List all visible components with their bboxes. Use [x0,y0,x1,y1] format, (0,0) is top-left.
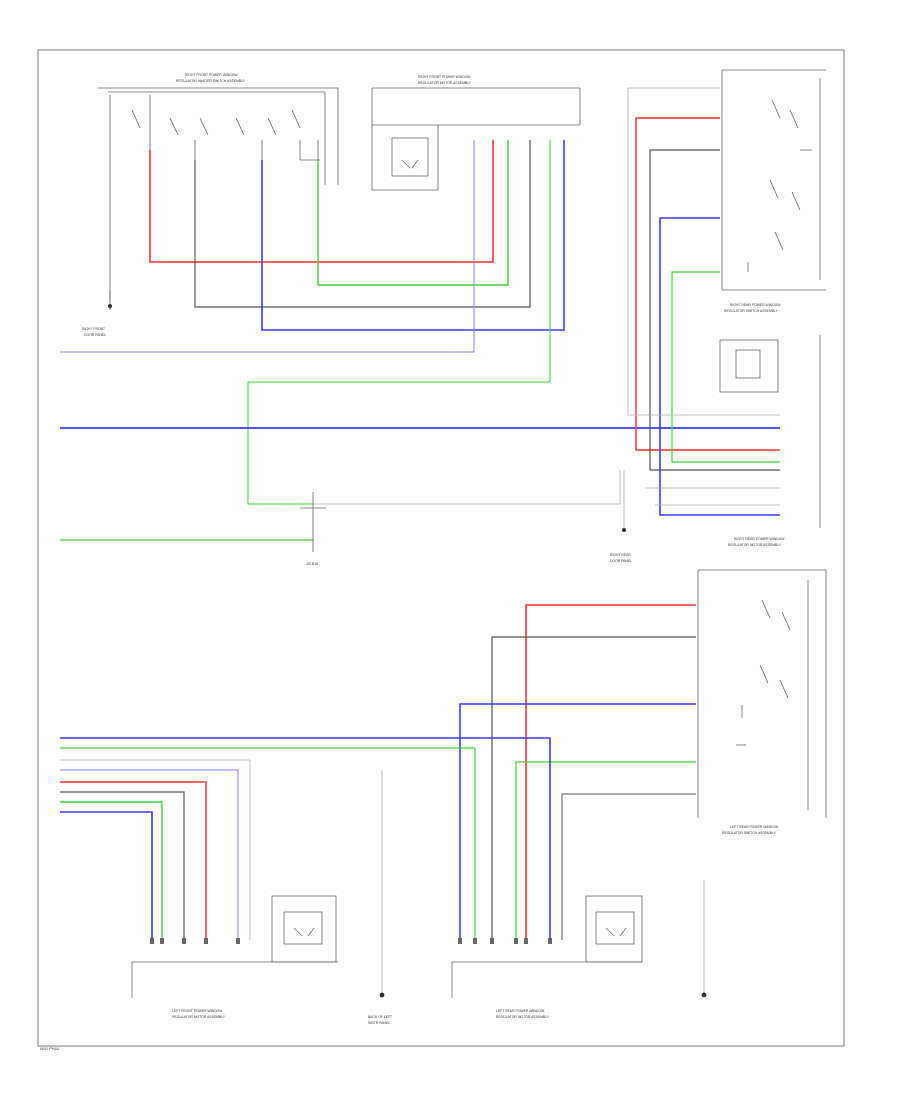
wire-green-bus-2 [60,801,163,940]
wire-black-rr [649,149,780,471]
wire-blue-bus-2 [60,769,239,940]
ground-left-rear [701,992,707,998]
ground-2-label: RIGHT REAR [610,553,631,557]
wire-green-lr [515,761,696,940]
left-rear-switch-title: LEFT REAR POWER WINDOW [730,825,779,829]
wire-green-rr [671,271,780,463]
junction-block [300,492,326,552]
right-rear-motor-title: RIGHT REAR POWER WINDOW [734,537,785,541]
connector-pins-lf [150,938,240,944]
ground-2-sublabel: DOOR PANEL [610,559,632,563]
right-rear-motor-assembly [719,335,821,528]
right-front-motor-title: RIGHT FRONT POWER WINDOW [418,75,471,79]
ground-1-label: RIGHT FRONT [82,327,105,331]
wire-green-top [317,140,509,286]
left-rear-switch-assembly [697,569,827,818]
ground-right-rear-door [622,470,626,532]
left-front-motor-subtitle: REGULATOR MOTOR ASSEMBLY [172,1015,226,1019]
right-rear-motor-subtitle: REGULATOR MOTOR ASSEMBLY [728,543,782,547]
wire-black-lr-2 [561,793,696,940]
ground-3-sublabel: INSTR PANEL [368,1021,390,1025]
left-front-motor-assembly [131,895,338,998]
footer-note: W/O PNUL [40,1046,61,1051]
junction-label: J/C B16 [306,562,318,566]
wire-red-bus [60,781,207,940]
wire-gray-junction [313,470,621,505]
right-rear-switch-title: RIGHT REAR POWER WINDOW [730,303,781,307]
right-rear-switch-assembly [721,69,826,291]
wire-black-lr [491,636,696,940]
wire-red-lr [525,604,696,940]
left-rear-motor-assembly [451,895,643,998]
wire-blue-rr [659,217,780,516]
wire-blue-bus-1 [60,737,551,940]
right-front-switch-subtitle: REGULATOR MASTER SWITCH ASSEMBLY [176,79,246,83]
wire-green-long [247,140,551,505]
right-front-switch-title: RIGHT FRONT POWER WINDOW [185,73,238,77]
ground-right-front-door [108,290,112,310]
connector-pins-lr [458,938,552,944]
right-rear-switch-subtitle: REGULATOR SWITCH ASSEMBLY [724,309,779,313]
diagram-frame [37,49,845,1047]
wire-black-top [194,140,531,308]
ground-3-label: BACK OF LEFT [368,1015,392,1019]
wire-blue-bus-3 [60,811,153,940]
left-rear-motor-subtitle: REGULATOR MOTOR ASSEMBLY [496,1015,550,1019]
ground-1-sublabel: DOOR PANEL [84,333,106,337]
ground-back-of-left-panel [379,992,385,998]
left-front-motor-title: LEFT FRONT POWER WINDOW [172,1009,223,1013]
wire-black-bus [60,791,185,940]
wire-red-top [149,140,494,263]
wire-blue-top [261,140,565,331]
wire-red-rr [635,117,780,451]
wire-blue-lr [459,703,696,940]
right-front-motor-assembly [371,87,581,191]
wire-gray-rr [627,87,780,416]
wire-blue-left-1 [60,140,475,353]
left-rear-switch-subtitle: REGULATOR SWITCH ASSEMBLY [722,831,777,835]
right-front-switch-assembly [98,87,339,300]
left-rear-motor-title: LEFT REAR POWER WINDOW [496,1009,545,1013]
wire-green-bus-1 [60,747,476,940]
right-front-motor-subtitle: REGULATOR MOTOR ASSEMBLY [418,81,472,85]
